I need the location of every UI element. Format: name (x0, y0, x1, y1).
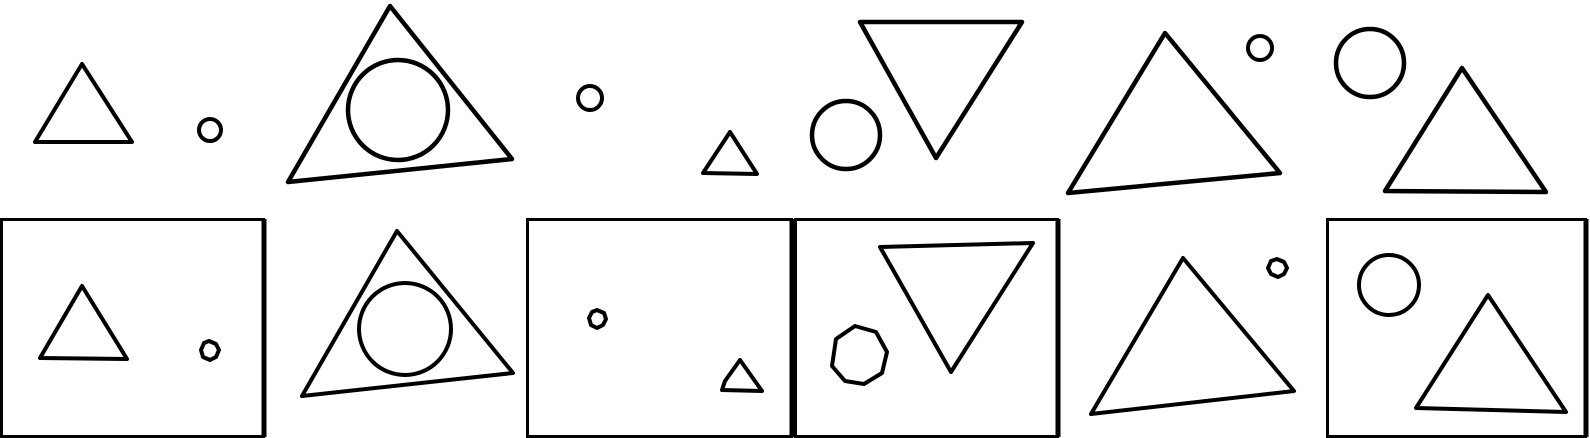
bottom-panel-4 (794, 218, 1061, 438)
octagon-shape (830, 324, 889, 386)
small-circle-shape (197, 117, 223, 143)
bottom-panel-2 (300, 229, 515, 398)
circle-shape (1357, 253, 1421, 317)
triangle-shape (38, 284, 129, 361)
large-triangle-shape (1065, 30, 1283, 196)
small-triangle-shape (720, 358, 764, 393)
top-panel-4 (809, 19, 1025, 172)
small-triangle-shape (701, 130, 759, 176)
top-panel-3 (576, 84, 759, 176)
top-panel-1 (33, 62, 223, 144)
triangle-shape (1414, 293, 1568, 414)
inverted-triangle-shape (857, 19, 1025, 161)
circle-inside-triangle-shape (357, 281, 453, 377)
top-row (33, 3, 1549, 196)
triangle-shape (1382, 65, 1549, 195)
panel-frame (0, 218, 265, 438)
inverted-triangle-shape (878, 241, 1035, 374)
large-triangle-shape (285, 3, 515, 185)
bottom-row (0, 218, 1589, 438)
circle-shape (1333, 26, 1407, 100)
bottom-panel-5 (1089, 256, 1296, 416)
small-octagon-shape (199, 339, 221, 362)
small-circle-shape (576, 84, 604, 112)
small-octagon-shape (1266, 257, 1289, 279)
large-triangle-shape (1089, 256, 1296, 416)
circle-shape (809, 98, 883, 172)
top-panel-6 (1333, 26, 1549, 195)
bottom-panel-6 (1326, 218, 1589, 438)
small-octagon-shape (587, 308, 608, 330)
circle-inside-triangle-shape (345, 57, 451, 163)
bottom-panel-3 (526, 218, 795, 438)
top-panel-2 (285, 3, 515, 185)
large-triangle-shape (300, 229, 515, 398)
small-circle-shape (1246, 34, 1274, 62)
top-panel-5 (1065, 30, 1283, 196)
triangle-shape (33, 62, 134, 144)
bottom-panel-1 (0, 218, 267, 438)
panel-frame (1326, 218, 1587, 438)
panel-frame (526, 218, 793, 438)
